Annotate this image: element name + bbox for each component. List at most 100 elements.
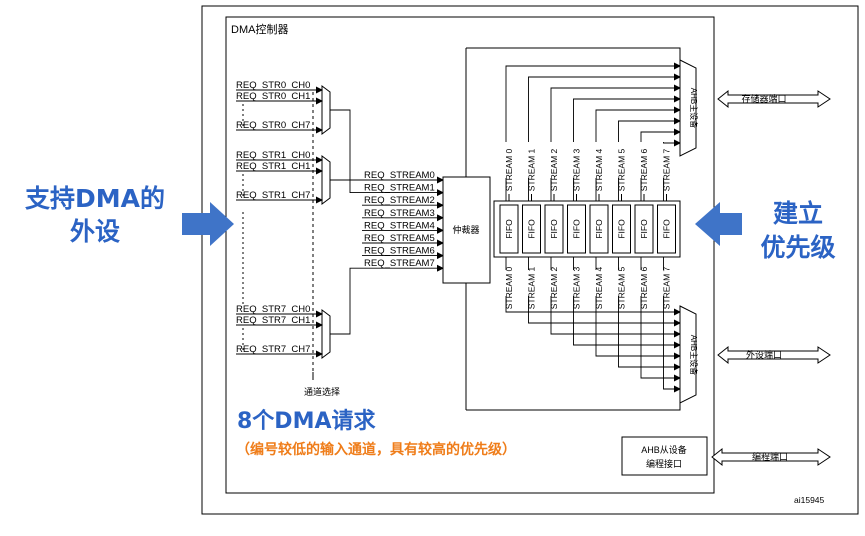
stream-top-path (595, 106, 681, 142)
memory-port-label: 存储器端口 (741, 93, 786, 104)
stream-request-label: REQ_STREAM7 (364, 258, 435, 269)
ahb-slave-line1: AHB从设备 (641, 444, 687, 455)
stream-label-bottom: STREAM 0 (504, 266, 514, 309)
stream-label-bottom: STREAM 6 (639, 266, 649, 309)
request-label: REQ_STR0_CH0 (236, 80, 310, 91)
stream-label-top: STREAM 3 (572, 148, 582, 191)
request-label: REQ_STR7_CH1 (236, 315, 310, 326)
stream-bottom-path (595, 296, 681, 360)
stream-label-top: STREAM 1 (527, 148, 537, 191)
channel-select-label: 通道选择 (304, 386, 340, 397)
stream-bottom-path (618, 296, 681, 371)
stream-top-path (663, 139, 681, 147)
stream-bottom-path (573, 296, 681, 349)
arbiter-label: 仲裁器 (452, 224, 479, 235)
fifo-label: FIFO (594, 219, 604, 239)
controller-box (225, 16, 715, 494)
peripheral-port-label: 外设端口 (746, 349, 782, 360)
stream-request-label: REQ_STREAM3 (364, 208, 435, 219)
mux-route (330, 179, 362, 194)
fifo-box (589, 204, 609, 254)
fifo-box (634, 204, 654, 254)
fifo-label: FIFO (527, 219, 537, 239)
request-label: REQ_STR1_CH0 (236, 150, 310, 161)
ahb-slave-box (621, 436, 708, 476)
left-annotation-line1: 支持DMA的 (25, 184, 165, 213)
stream-label-top: STREAM 7 (662, 148, 672, 191)
stream-label-top: STREAM 4 (594, 148, 604, 191)
request-label: REQ_STR1_CH7 (236, 190, 310, 201)
channel-mux (321, 155, 331, 205)
programming-port-label: 编程端口 (752, 451, 788, 462)
fifo-box (657, 204, 676, 254)
mux-route (330, 267, 362, 335)
stream-top-path (573, 95, 681, 142)
left-arrow-icon (182, 202, 234, 246)
peripheral-port: 外设端口 (717, 345, 831, 365)
right-arrow-icon (695, 202, 742, 246)
stream-top-path (550, 84, 681, 142)
stream-request-label: REQ_STREAM5 (364, 233, 435, 244)
right-annotation-line1: 建立 (773, 199, 823, 228)
request-label: REQ_STR1_CH1 (236, 161, 310, 172)
requests-title: 8个DMA请求 (237, 408, 376, 434)
stream-label-bottom: STREAM 2 (549, 266, 559, 309)
stream-label-bottom: STREAM 7 (662, 266, 672, 309)
stream-bottom-path (663, 296, 681, 393)
stream-request-label: REQ_STREAM6 (364, 246, 435, 257)
arbiter-top-link (466, 47, 681, 60)
controller-title: DMA控制器 (231, 22, 288, 36)
ahb-master-label-top: AHB主设备 (689, 88, 699, 128)
stream-bottom-path (550, 296, 681, 338)
ahb-master-mux-bottom (679, 305, 697, 404)
stream-top-path (505, 62, 681, 142)
stream-label-bottom: STREAM 3 (572, 266, 582, 309)
fifo-label: FIFO (549, 219, 559, 239)
stream-label-top: STREAM 5 (617, 148, 627, 191)
fifo-box (499, 204, 519, 254)
figure-id: ai15945 (794, 495, 825, 505)
left-annotation-line2: 外设 (70, 217, 120, 246)
request-label: REQ_STR7_CH7 (236, 344, 310, 355)
fifo-box (612, 204, 631, 254)
request-label: REQ_STR0_CH7 (236, 120, 310, 131)
stream-label-bottom: STREAM 4 (594, 266, 604, 309)
stream-request-label: REQ_STREAM0 (364, 170, 435, 181)
programming-port: 编程端口 (711, 447, 831, 467)
fifo-label: FIFO (504, 219, 514, 239)
mux-route (330, 109, 362, 181)
right-annotation-line2: 优先级 (760, 233, 835, 262)
arbiter-box (442, 176, 491, 284)
request-label: REQ_STR0_CH1 (236, 91, 310, 102)
request-label: REQ_STR7_CH0 (236, 304, 310, 315)
ahb-master-label-bottom: AHB主设备 (689, 335, 699, 375)
requests-note: （编号较低的输入通道，具有较高的优先级） (236, 441, 516, 458)
stream-bottom-path (640, 296, 681, 382)
stream-bottom-path (528, 296, 681, 327)
stream-label-bottom: STREAM 5 (617, 266, 627, 309)
memory-port: 存储器端口 (717, 89, 831, 109)
ahb-slave-line2: 编程接口 (646, 458, 682, 469)
fifo-label: FIFO (617, 219, 627, 239)
outer-frame (201, 5, 859, 515)
stream-request-label: REQ_STREAM4 (364, 220, 435, 231)
stream-top-path (640, 128, 681, 142)
channel-mux (321, 309, 331, 359)
stream-request-label: REQ_STREAM2 (364, 195, 435, 206)
stream-label-top: STREAM 6 (639, 148, 649, 191)
stream-top-path (528, 73, 681, 142)
fifo-label: FIFO (572, 219, 582, 239)
fifo-label: FIFO (662, 219, 672, 239)
channel-mux (321, 85, 331, 135)
fifo-label: FIFO (639, 219, 649, 239)
stream-label-top: STREAM 2 (549, 148, 559, 191)
fifo-box (544, 204, 564, 254)
stream-label-top: STREAM 0 (504, 148, 514, 191)
ahb-master-mux-top (679, 59, 697, 157)
fifo-box (522, 204, 541, 254)
